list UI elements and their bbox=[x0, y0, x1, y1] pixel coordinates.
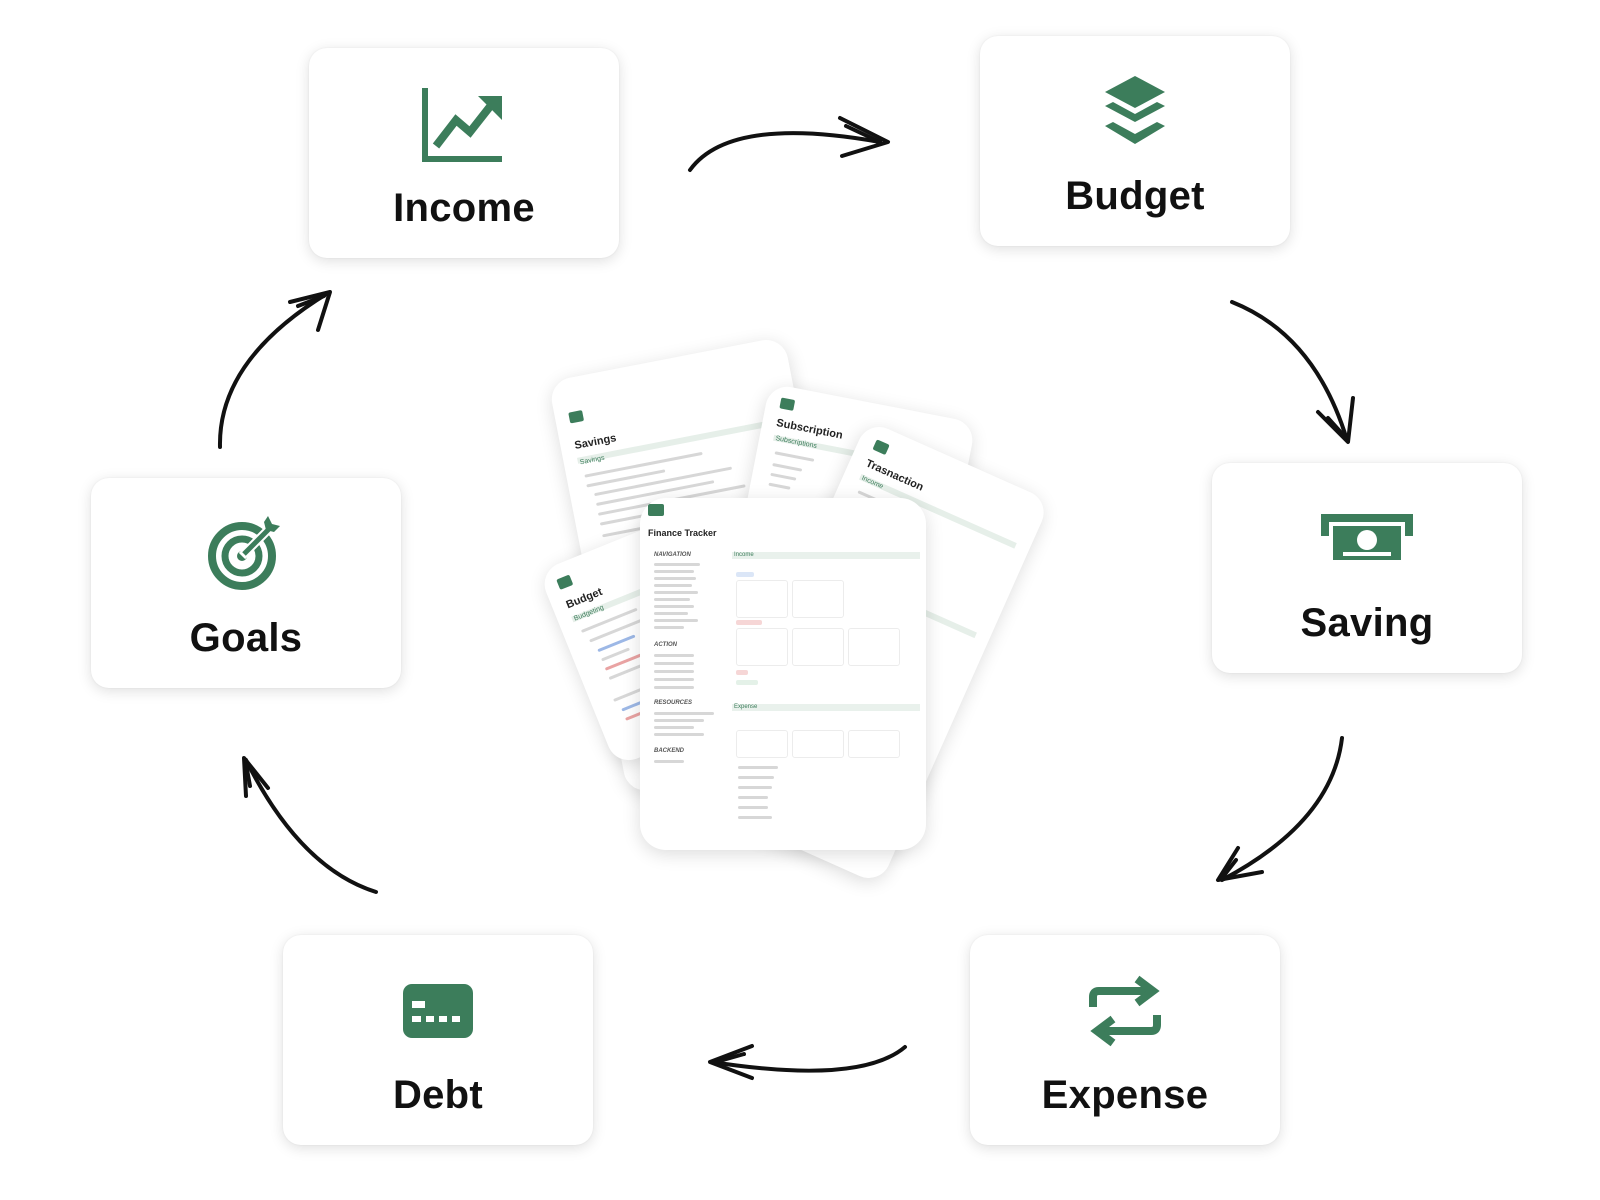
income-card: Income bbox=[309, 48, 619, 258]
arrow-income-to-budget bbox=[688, 116, 890, 172]
card-label: Expense bbox=[1041, 1072, 1209, 1117]
preview-finance-tracker-sheet: Finance Tracker NAVIGATION ACTION RESOUR… bbox=[640, 498, 926, 850]
card-label: Saving bbox=[1300, 600, 1434, 645]
repeat-icon bbox=[779, 397, 796, 411]
money-bill-icon bbox=[1319, 491, 1415, 587]
section-title: NAVIGATION bbox=[654, 552, 691, 558]
budget-card: Budget bbox=[980, 36, 1290, 246]
sheet-title: Finance Tracker bbox=[648, 528, 717, 538]
arrow-goals-to-income bbox=[217, 290, 332, 449]
sheet-title: Savings bbox=[573, 432, 618, 452]
savings-icon bbox=[568, 410, 585, 424]
goals-card: Goals bbox=[91, 478, 401, 688]
budget-icon bbox=[556, 574, 574, 590]
expense-card: Expense bbox=[970, 935, 1280, 1145]
saving-card: Saving bbox=[1212, 463, 1522, 673]
target-bullseye-icon bbox=[198, 506, 294, 602]
arrow-saving-to-expense bbox=[1216, 736, 1344, 882]
card-label: Debt bbox=[392, 1072, 484, 1117]
repeat-arrows-icon bbox=[1077, 963, 1173, 1059]
arrow-budget-to-saving bbox=[1230, 300, 1355, 444]
section-label: Income bbox=[734, 552, 754, 558]
section-title: ACTION bbox=[654, 642, 677, 648]
sheet-sub: Income bbox=[860, 474, 885, 491]
section-title: RESOURCES bbox=[654, 700, 693, 706]
section-label: Expense bbox=[734, 704, 758, 710]
card-label: Income bbox=[393, 185, 535, 230]
money-icon bbox=[648, 504, 664, 516]
card-label: Budget bbox=[1065, 173, 1205, 218]
card-label: Goals bbox=[189, 615, 303, 660]
arrow-debt-to-goals bbox=[242, 756, 378, 894]
chart-line-up-icon bbox=[416, 76, 512, 172]
layers-stack-icon bbox=[1087, 64, 1183, 160]
arrow-expense-to-debt bbox=[708, 1044, 907, 1080]
debt-card: Debt bbox=[283, 935, 593, 1145]
section-title: BACKEND bbox=[654, 748, 684, 754]
credit-card-icon bbox=[390, 963, 486, 1059]
repeat-icon bbox=[872, 439, 890, 456]
sheet-sub: Subscriptions bbox=[774, 435, 818, 451]
